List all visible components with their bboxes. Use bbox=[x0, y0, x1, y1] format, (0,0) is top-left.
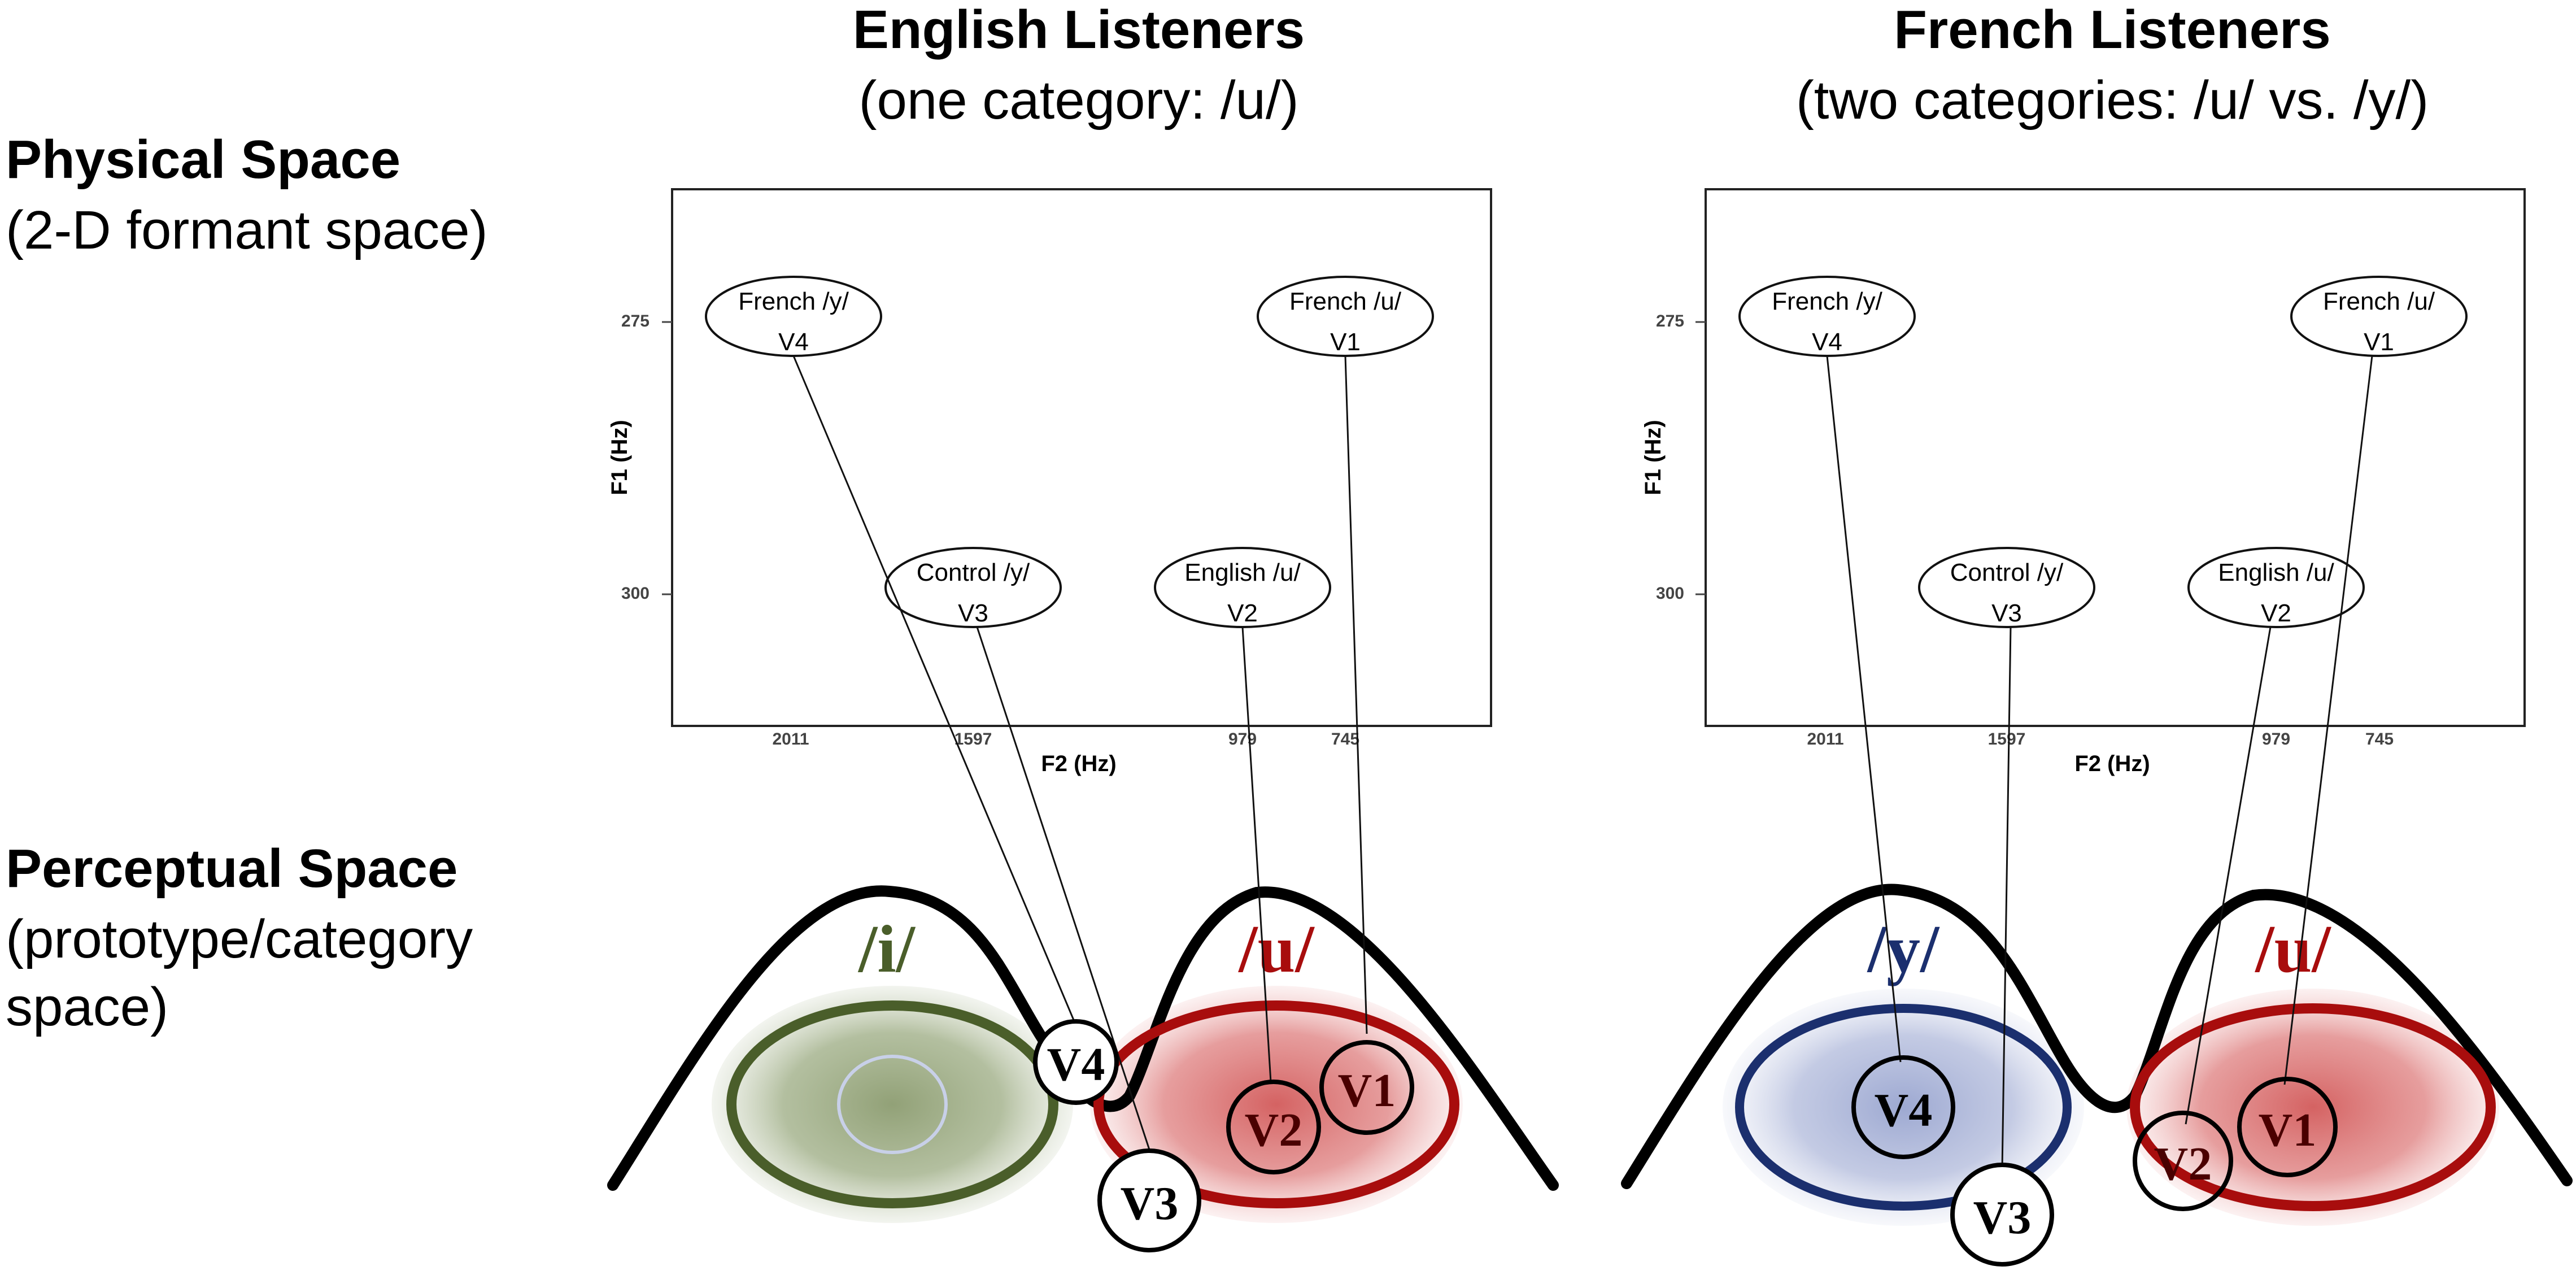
category-label-u: /u/ bbox=[1237, 911, 1315, 986]
svg-text:V3: V3 bbox=[1991, 599, 2022, 627]
svg-text:V4: V4 bbox=[1812, 328, 1842, 356]
svg-text:V4: V4 bbox=[778, 328, 809, 356]
category-glow-i bbox=[712, 986, 1073, 1223]
physical-space-subtitle: (2-D formant space) bbox=[6, 200, 488, 260]
token-v3: V3 bbox=[1097, 1148, 1201, 1252]
y-tick-275: 275 bbox=[621, 312, 650, 330]
svg-text:V3: V3 bbox=[1973, 1191, 2032, 1244]
physical-space-title: Physical Space bbox=[6, 129, 400, 190]
plot-frame bbox=[1705, 188, 2526, 727]
svg-text:V1: V1 bbox=[1330, 328, 1361, 356]
panel-french-listeners: French Listeners (two categories: /u/ vs… bbox=[1621, 0, 2573, 1267]
connector-line bbox=[2283, 355, 2373, 1085]
token-v1: V1 bbox=[1319, 1040, 1414, 1135]
svg-text:French /u/: French /u/ bbox=[1289, 288, 1402, 315]
connector-line bbox=[1826, 355, 1902, 1063]
svg-text:V1: V1 bbox=[2259, 1104, 2317, 1156]
y-tick-275: 275 bbox=[1656, 312, 1684, 330]
panel-subtitle: (one category: /u/) bbox=[858, 70, 1298, 130]
point-english-u: English /u/ V2 bbox=[2187, 547, 2365, 628]
category-label-u: /u/ bbox=[2254, 911, 2331, 986]
connector-line bbox=[792, 355, 1077, 1026]
svg-text:V1: V1 bbox=[2364, 328, 2394, 356]
x-axis-label: F2 (Hz) bbox=[1041, 751, 1116, 776]
svg-text:Control /y/: Control /y/ bbox=[917, 559, 1030, 586]
category-ring-u bbox=[2130, 1003, 2496, 1211]
svg-text:Control /y/: Control /y/ bbox=[1950, 559, 2064, 586]
y-axis-label: F1 (Hz) bbox=[607, 420, 632, 495]
point-french-u: French /u/ V1 bbox=[2290, 276, 2468, 357]
perceptual-space-subtitle-line2: space) bbox=[6, 977, 168, 1037]
point-control-y: Control /y/ V3 bbox=[1918, 547, 2095, 628]
category-label-y: /y/ bbox=[1867, 911, 1940, 986]
x-tick-745: 745 bbox=[1331, 730, 1359, 749]
token-v2: V2 bbox=[2133, 1111, 2233, 1211]
svg-text:V2: V2 bbox=[2261, 599, 2291, 627]
y-axis-label: F1 (Hz) bbox=[1641, 420, 1666, 495]
x-tick-2011: 2011 bbox=[772, 730, 809, 749]
category-ring-y bbox=[1735, 1004, 2072, 1211]
connector-line bbox=[1344, 355, 1368, 1034]
connector-line bbox=[976, 626, 1150, 1150]
category-ring-u bbox=[1093, 1000, 1459, 1208]
token-v4: V4 bbox=[1033, 1019, 1119, 1105]
x-tick-1597: 1597 bbox=[1988, 730, 2026, 749]
category-curve bbox=[1621, 884, 2573, 1189]
plot-frame bbox=[671, 188, 1492, 727]
x-tick-1597: 1597 bbox=[954, 730, 992, 749]
panel-title: English Listeners bbox=[853, 0, 1305, 60]
x-tick-979: 979 bbox=[1228, 730, 1257, 749]
panel-english-listeners: English Listeners (one category: /u/) 27… bbox=[607, 0, 1559, 1252]
svg-text:French /y/: French /y/ bbox=[738, 288, 849, 315]
svg-text:V2: V2 bbox=[1245, 1104, 1303, 1156]
svg-text:English /u/: English /u/ bbox=[2218, 559, 2334, 586]
svg-text:V4: V4 bbox=[1047, 1038, 1105, 1091]
category-ring-i bbox=[726, 1000, 1058, 1208]
connector-line bbox=[2001, 626, 2012, 1170]
svg-text:V2: V2 bbox=[1227, 599, 1258, 627]
svg-text:V2: V2 bbox=[2154, 1138, 2212, 1190]
svg-text:V3: V3 bbox=[1121, 1177, 1179, 1230]
category-glow-u bbox=[2126, 989, 2499, 1226]
svg-text:French /y/: French /y/ bbox=[1772, 288, 1882, 315]
panel-subtitle: (two categories: /u/ vs. /y/) bbox=[1796, 70, 2429, 130]
x-axis-label: F2 (Hz) bbox=[2074, 751, 2150, 776]
token-v3: V3 bbox=[1950, 1163, 2054, 1267]
connector-line bbox=[1241, 626, 1272, 1082]
svg-text:French /u/: French /u/ bbox=[2323, 288, 2435, 315]
perceptual-space-title: Perceptual Space bbox=[6, 838, 457, 899]
point-french-y: French /y/ V4 bbox=[1738, 276, 1916, 357]
x-tick-745: 745 bbox=[2365, 730, 2394, 749]
svg-text:V4: V4 bbox=[1875, 1084, 1933, 1137]
x-tick-2011: 2011 bbox=[1807, 730, 1843, 749]
panel-title: French Listeners bbox=[1894, 0, 2331, 60]
prototype-ring-i bbox=[837, 1055, 948, 1154]
token-v4: V4 bbox=[1851, 1055, 1955, 1159]
svg-text:V1: V1 bbox=[1338, 1064, 1396, 1117]
point-english-u: English /u/ V2 bbox=[1154, 547, 1331, 628]
x-tick-979: 979 bbox=[2262, 730, 2290, 749]
point-french-y: French /y/ V4 bbox=[705, 276, 882, 357]
token-v2: V2 bbox=[1226, 1080, 1321, 1174]
perceptual-space-subtitle-line1: (prototype/category bbox=[6, 909, 473, 969]
y-tick-300: 300 bbox=[621, 584, 650, 603]
category-label-i: /i/ bbox=[857, 911, 916, 986]
connector-line bbox=[2185, 626, 2272, 1125]
point-french-u: French /u/ V1 bbox=[1257, 276, 1434, 357]
svg-text:English /u/: English /u/ bbox=[1184, 559, 1301, 586]
point-control-y: Control /y/ V3 bbox=[884, 547, 1062, 628]
token-v1: V1 bbox=[2237, 1077, 2338, 1177]
svg-text:V3: V3 bbox=[958, 599, 988, 627]
y-tick-300: 300 bbox=[1656, 584, 1684, 603]
